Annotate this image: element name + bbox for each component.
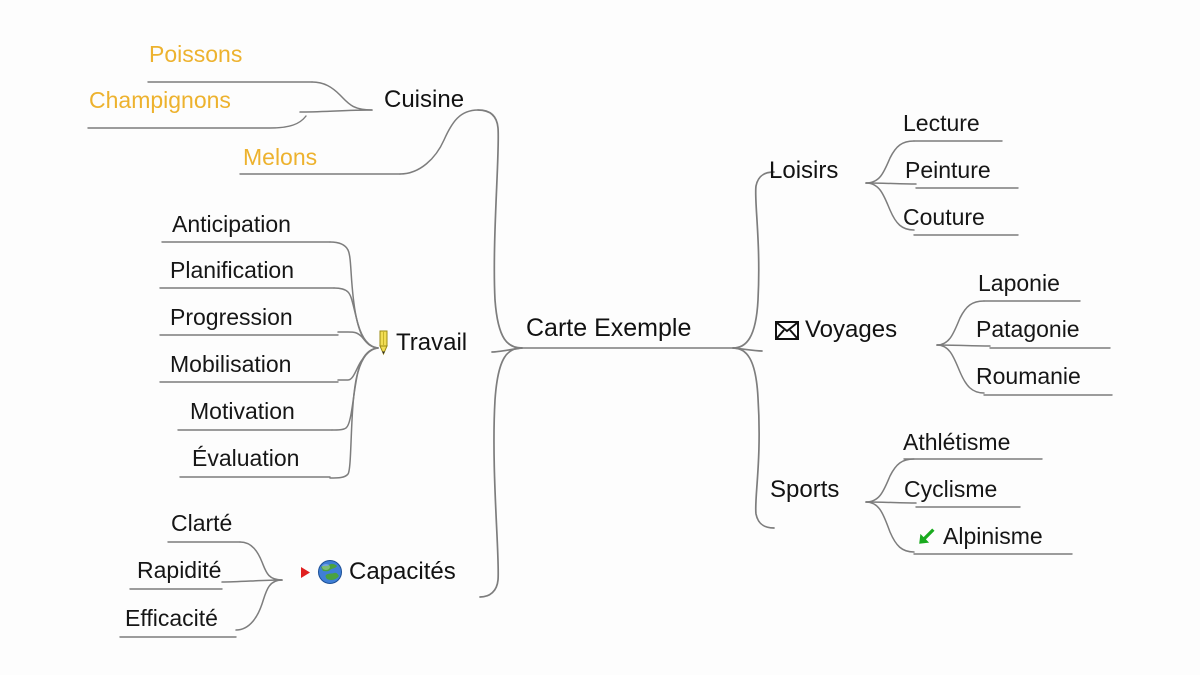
leaf-node-peinture[interactable]: Peinture (905, 159, 991, 182)
branch-node-cuisine-label: Cuisine (384, 86, 465, 113)
trunk-capacites (479, 347, 523, 598)
travail-hub-c2 (333, 287, 379, 349)
leaf-node-cyclisme-label: Cyclisme (904, 476, 998, 502)
leaf-node-clarte[interactable]: Clarté (171, 512, 232, 535)
loisirs-hub-mid (865, 182, 917, 185)
green-arrow-down-left-icon (915, 526, 937, 548)
travail-hub-c4 (337, 347, 379, 381)
branch-node-voyages[interactable]: Voyages (775, 318, 897, 342)
leaf-node-couture[interactable]: Couture (903, 206, 985, 229)
sports-hub-mid (865, 501, 917, 504)
globe-icon (317, 559, 343, 585)
leaf-node-champignons[interactable]: Champignons (89, 89, 231, 112)
branch-node-voyages-label: Voyages (805, 316, 898, 343)
branch-node-travail-label: Travail (396, 329, 468, 356)
leaf-node-evaluation-label: Évaluation (192, 445, 300, 471)
leaf-node-poissons[interactable]: Poissons (149, 43, 242, 66)
leaf-node-lecture[interactable]: Lecture (903, 112, 980, 135)
leaf-node-laponie-label: Laponie (978, 270, 1060, 296)
leaf-node-athletisme[interactable]: Athlétisme (903, 431, 1010, 454)
leaf-node-planification-label: Planification (170, 257, 295, 283)
branch-node-capacites[interactable]: Capacités (300, 559, 456, 585)
leaf-node-rapidite[interactable]: Rapidité (137, 559, 221, 582)
leaf-node-champignons-label: Champignons (89, 87, 231, 113)
capacites-hub-up (239, 541, 283, 581)
capacites-hub-down (235, 579, 283, 631)
center-node-label: Carte Exemple (526, 314, 692, 342)
leaf-node-anticipation[interactable]: Anticipation (172, 213, 291, 236)
branch-node-cuisine[interactable]: Cuisine (384, 88, 464, 112)
leaf-node-mobilisation-label: Mobilisation (170, 351, 292, 377)
leaf-node-melons-label: Melons (243, 144, 318, 170)
travail-hub-c1 (329, 241, 379, 349)
leaf-node-roumanie[interactable]: Roumanie (976, 365, 1081, 388)
leaf-node-motivation-label: Motivation (190, 398, 295, 424)
leaf-node-roumanie-label: Roumanie (976, 363, 1081, 389)
branch-node-capacites-label: Capacités (349, 558, 456, 585)
red-triangle-icon (300, 566, 311, 579)
capacites-hub-mid (221, 579, 283, 583)
trunk-voyages (732, 347, 763, 352)
leaf-node-alpinisme[interactable]: Alpinisme (915, 525, 1043, 548)
sports-hub-down (865, 501, 915, 553)
leaf-node-laponie[interactable]: Laponie (978, 272, 1060, 295)
pencil-icon (377, 330, 390, 356)
leaf-node-motivation[interactable]: Motivation (190, 400, 295, 423)
leaf-node-mobilisation[interactable]: Mobilisation (170, 353, 291, 376)
leaf-node-efficacite[interactable]: Efficacité (125, 607, 218, 630)
leaf-node-progression[interactable]: Progression (170, 306, 293, 329)
leaf-node-planification[interactable]: Planification (170, 259, 294, 282)
leaf-node-poissons-label: Poissons (149, 41, 243, 67)
trunk-sports (732, 347, 775, 529)
travail-hub-c6 (329, 347, 379, 479)
underline-champignons (87, 115, 307, 129)
branch-node-sports[interactable]: Sports (770, 478, 839, 502)
branch-node-loisirs-label: Loisirs (769, 157, 839, 184)
leaf-node-clarte-label: Clarté (171, 510, 233, 536)
leaf-node-patagonie[interactable]: Patagonie (976, 318, 1080, 341)
trunk-cuisine (477, 109, 523, 349)
leaf-node-evaluation[interactable]: Évaluation (192, 447, 299, 470)
leaf-node-peinture-label: Peinture (905, 157, 991, 183)
leaf-node-athletisme-label: Athlétisme (903, 429, 1011, 455)
leaf-node-cyclisme[interactable]: Cyclisme (904, 478, 997, 501)
leaf-node-progression-label: Progression (170, 304, 293, 330)
travail-hub-c3 (337, 331, 379, 349)
cuisine-hub-down (399, 109, 479, 175)
envelope-icon (775, 320, 799, 340)
branch-node-sports-label: Sports (770, 476, 840, 503)
leaf-node-efficacite-label: Efficacité (125, 605, 218, 631)
branch-node-travail[interactable]: Travail (377, 330, 467, 356)
trunk-loisirs (732, 171, 775, 349)
leaf-node-lecture-label: Lecture (903, 110, 980, 136)
leaf-node-rapidite-label: Rapidité (137, 557, 222, 583)
leaf-node-couture-label: Couture (903, 204, 985, 230)
leaf-node-patagonie-label: Patagonie (976, 316, 1080, 342)
leaf-node-melons[interactable]: Melons (243, 146, 317, 169)
leaf-node-anticipation-label: Anticipation (172, 211, 291, 237)
voyages-hub-mid (936, 344, 991, 347)
branch-node-loisirs[interactable]: Loisirs (769, 159, 838, 183)
cuisine-hub-mid (299, 109, 373, 113)
trunk-travail (491, 347, 523, 353)
leaf-node-alpinisme-label: Alpinisme (943, 523, 1043, 549)
center-node[interactable]: Carte Exemple (526, 316, 691, 341)
travail-hub-c5 (331, 347, 379, 431)
cuisine-hub-up (311, 81, 373, 111)
